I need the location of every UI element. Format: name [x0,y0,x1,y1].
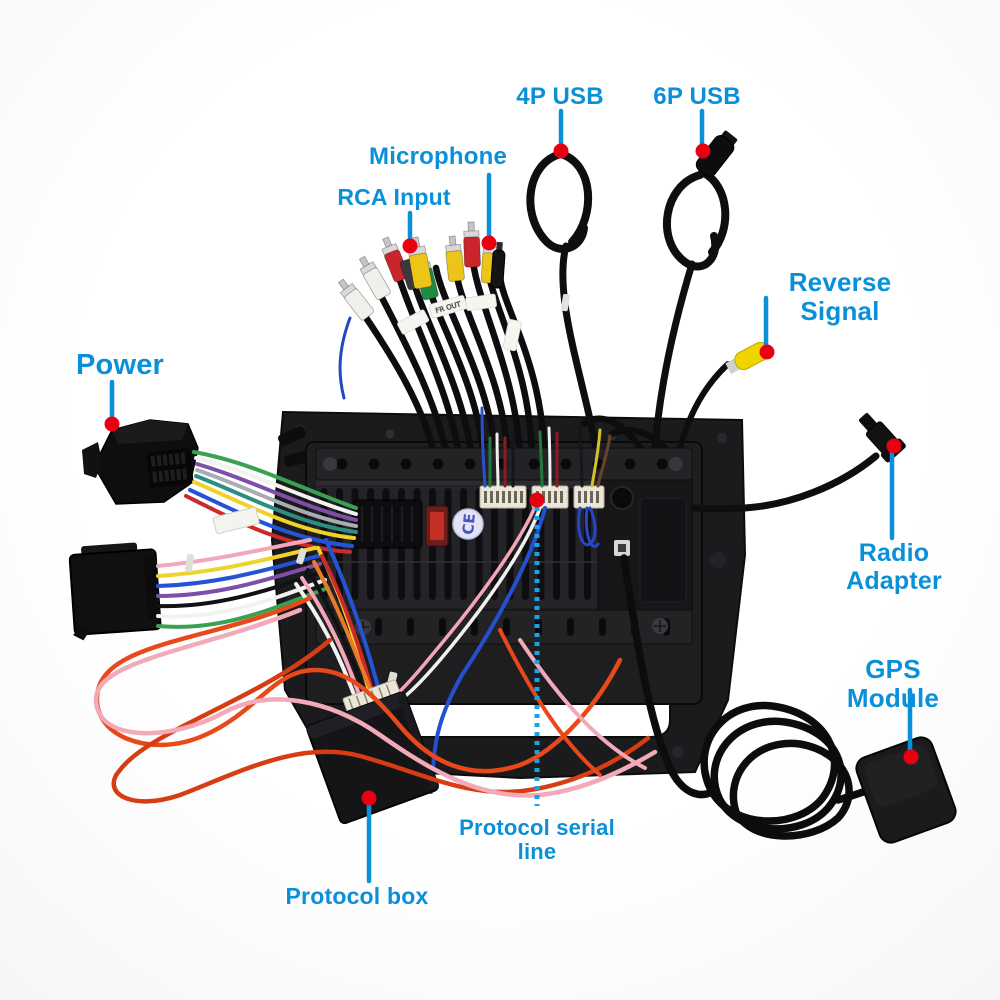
usb-4p-cable-tie [560,293,570,312]
dot-power [104,416,120,432]
dot-usb-4p [553,143,569,159]
callout-label-usb-4p: 4P USB [516,83,604,110]
callout-label-protocol-serial-line: Protocol serial line [459,815,615,865]
callout-label-rca-input: RCA Input [337,184,451,210]
quadlock-power-connector [82,419,199,505]
harness-wires [156,450,358,629]
cable-tag: FR OUT [428,295,468,319]
callout-label-radio-adapter: Radio Adapter [846,539,942,595]
dot-rca-input [402,238,418,254]
callout-leader-lines [109,108,913,884]
callout-label-reverse-signal: Reverse Signal [788,267,892,326]
main-harness-socket [353,499,423,549]
rca-input-plugs: FR OUT [337,221,522,352]
gps-module-antenna [855,736,957,844]
dot-usb-6p [695,143,711,159]
antenna-socket [610,486,634,510]
callout-label-protocol-box: Protocol box [285,883,429,909]
power-harness [68,419,358,641]
dot-reverse-signal [759,344,775,360]
head-unit-details: CE [315,406,693,645]
dot-microphone [481,235,497,251]
gps-assembly [620,554,957,844]
callout-label-power: Power [75,349,165,381]
fuse-holder [425,505,449,547]
dot-protocol-box [361,790,377,806]
ce-mark-text: CE [459,513,479,536]
callout-label-gps-module: GPS Module [846,654,940,713]
microphone-plug [490,241,506,289]
callout-label-microphone: Microphone [369,143,507,170]
harness-ties [185,506,307,573]
gps-cable [620,554,716,799]
connector-pin-wires [480,406,612,548]
dot-radio-adapter [886,438,902,454]
callout-target-dots [104,143,919,806]
dot-gps-module [903,749,919,765]
ce-mark-badge: CE [452,508,484,540]
callout-label-usb-6p: 6P USB [653,83,741,110]
dot-protocol-serial [529,492,545,508]
iso-connector [68,542,162,641]
loose-wires [93,595,658,804]
usb-4p-cable [526,150,602,466]
usb-6p-cable [650,130,738,466]
